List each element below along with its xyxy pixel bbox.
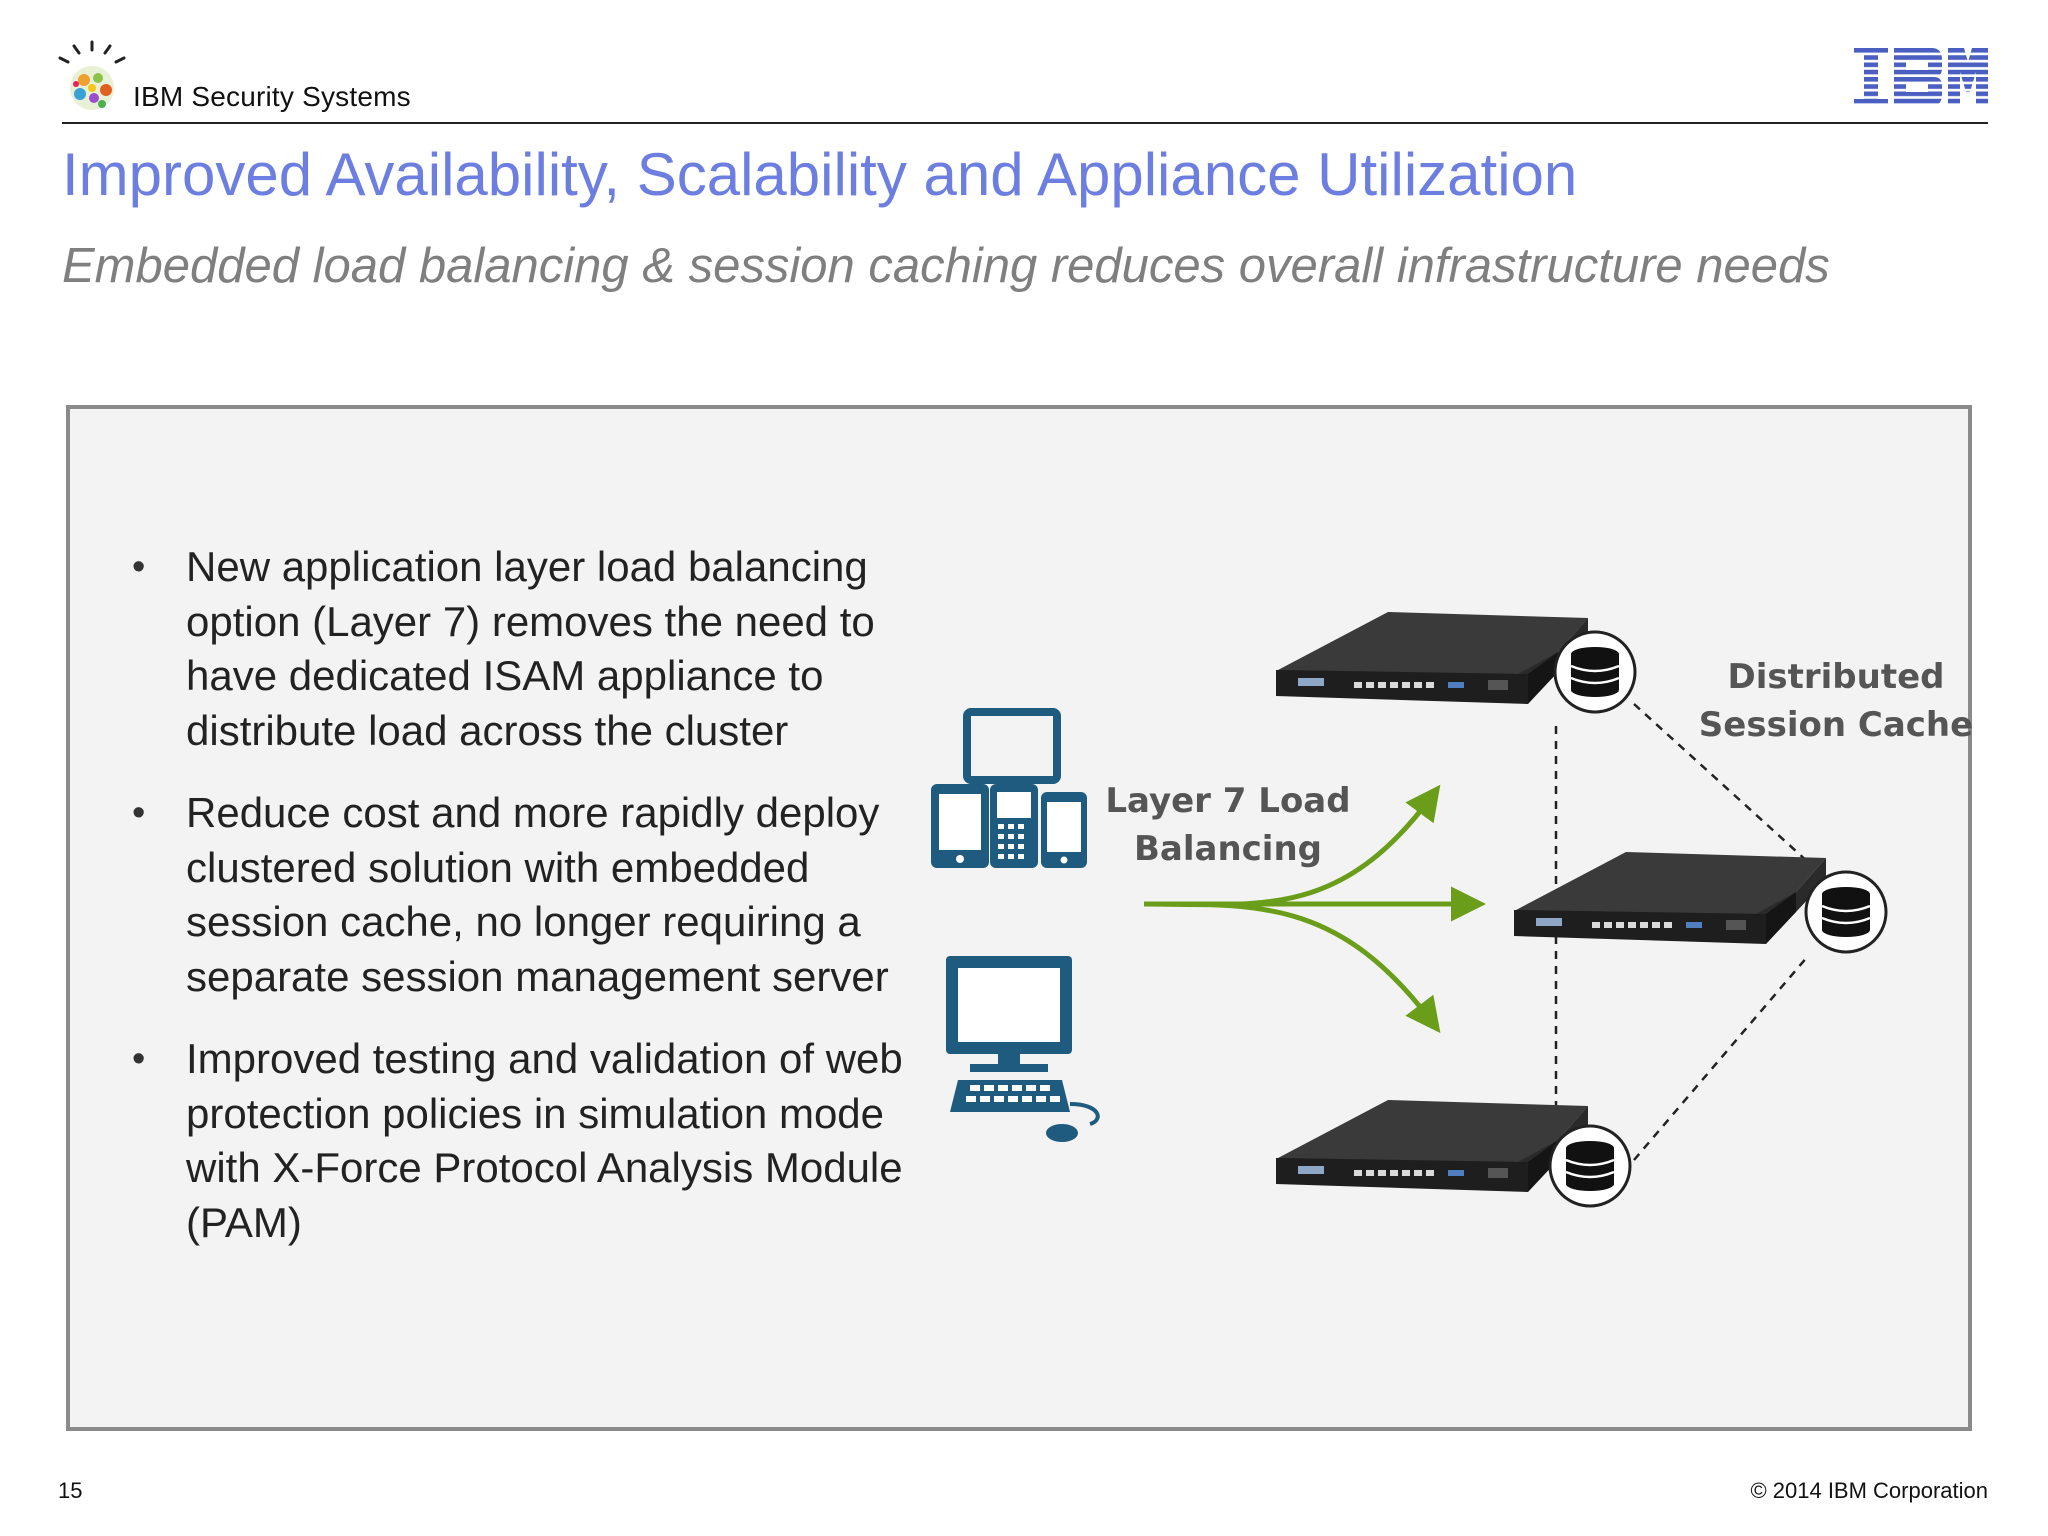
page-number: 15 (58, 1478, 83, 1503)
ibm-logo-icon (1854, 48, 1988, 106)
header-divider (62, 122, 1988, 124)
ibm-security-logo-icon (58, 40, 126, 110)
bullet-item: • New application layer load balancing o… (128, 540, 908, 758)
brand-name: IBM Security Systems (133, 81, 411, 112)
slide-subtitle: Embedded load balancing & session cachin… (62, 239, 1830, 293)
bullet-text: Improved testing and validation of web p… (186, 1035, 903, 1246)
bullet-marker: • (132, 546, 146, 588)
bullet-marker: • (132, 792, 146, 834)
bullet-marker: • (132, 1038, 146, 1080)
bullet-item: • Reduce cost and more rapidly deploy cl… (128, 786, 908, 1004)
slide-title: Improved Availability, Scalability and A… (62, 141, 1578, 208)
bullet-text: Reduce cost and more rapidly deploy clus… (186, 789, 889, 1000)
bullet-item: • Improved testing and validation of web… (128, 1032, 908, 1250)
bullet-text: New application layer load balancing opt… (186, 543, 875, 754)
slide-header: IBM Security Systems (0, 0, 2048, 130)
copyright-notice: © 2014 IBM Corporation (1750, 1478, 1988, 1503)
bullet-list: • New application layer load balancing o… (128, 540, 908, 1278)
